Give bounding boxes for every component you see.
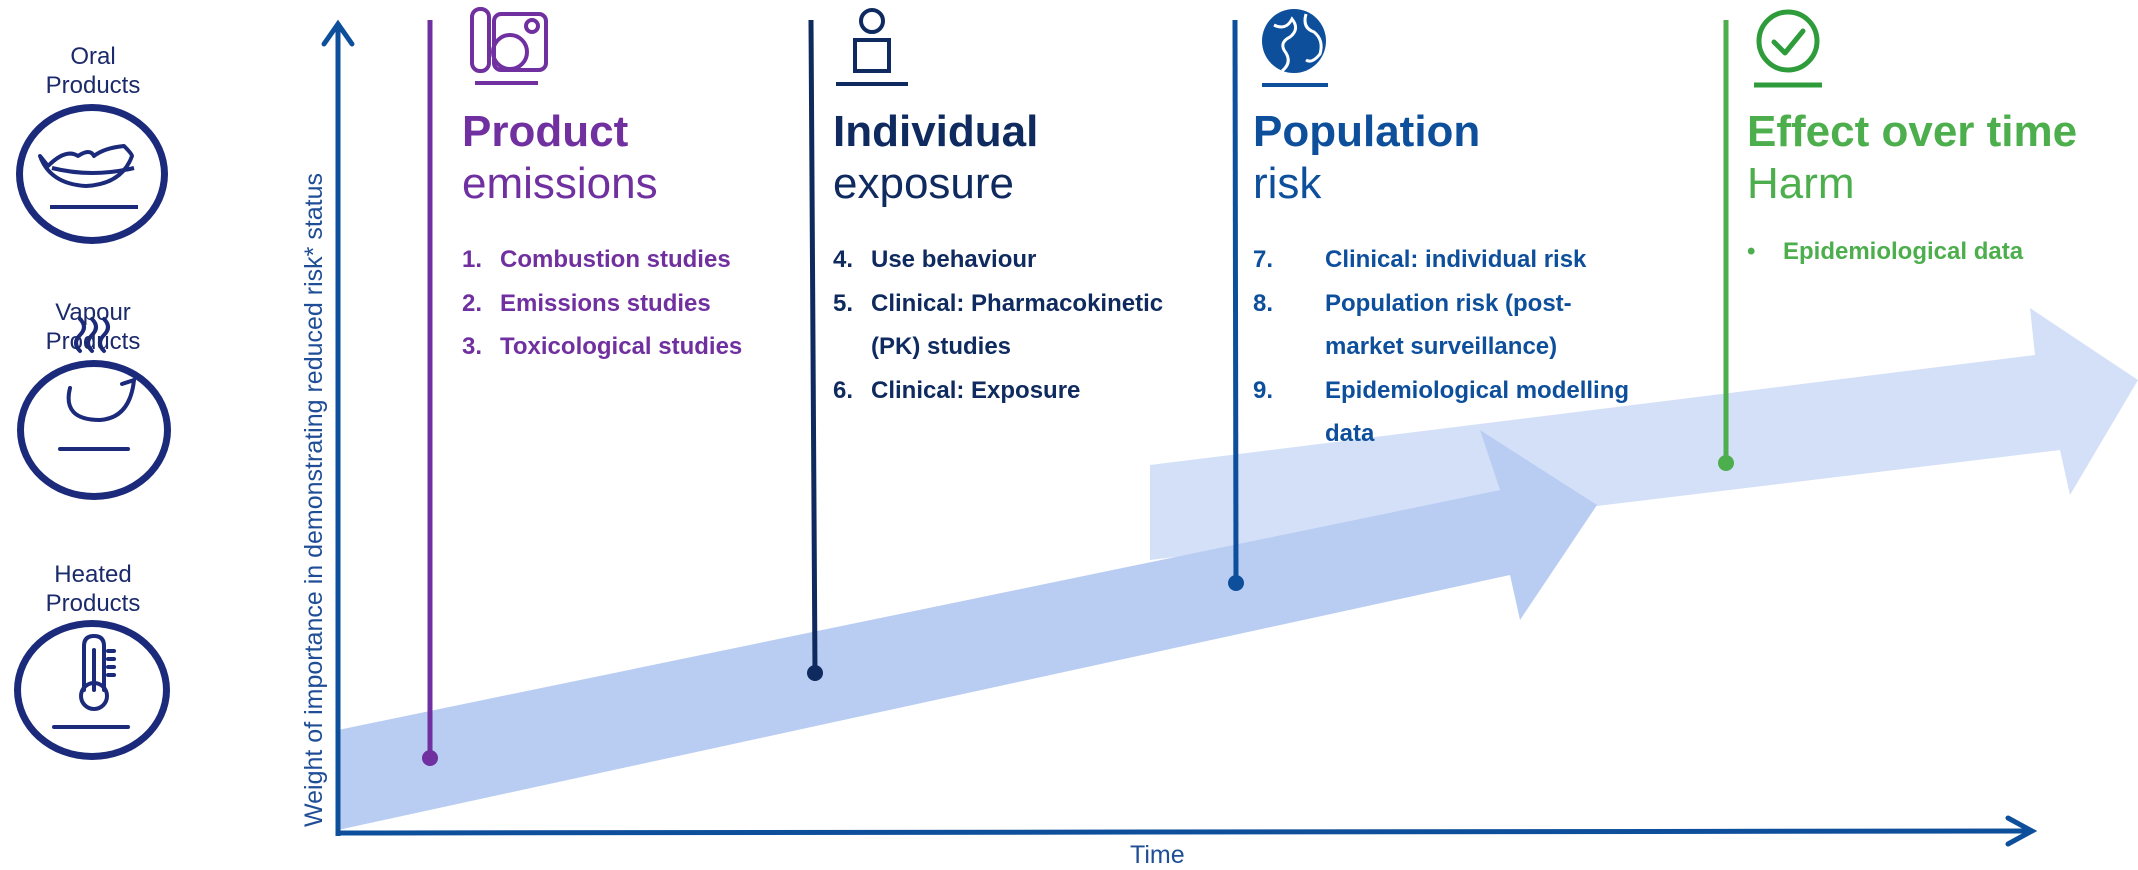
x-axis-label: Time (1130, 841, 1185, 869)
stage-product-list: 1.Combustion studies 2.Emissions studies… (462, 238, 792, 369)
stage-dot-product (422, 750, 438, 766)
product-devices-icon (470, 7, 548, 85)
stage-population: Population risk 7.Clinical: individual r… (1253, 106, 1693, 456)
stage-dot-individual (807, 665, 823, 681)
x-axis (335, 828, 2029, 836)
product-vapour: Vapour Products (10, 298, 176, 356)
stage-line-population (1232, 19, 1239, 584)
x-axis-arrowhead (2005, 815, 2038, 847)
list-item: 5.Clinical: Pharmacokinetic (PK) studies (833, 289, 1164, 361)
stage-effect-title: Effect over time (1747, 107, 2078, 156)
stage-dot-effect (1718, 455, 1734, 471)
y-axis-label: Weight of importance in demonstrating re… (300, 172, 328, 827)
stage-effect-list: •Epidemiological data (1747, 230, 2127, 274)
stage-line-individual (808, 19, 818, 674)
product-oral-label-1: Oral (70, 43, 116, 70)
product-oral-label-2: Products (45, 72, 141, 99)
product-heated: Heated Products (10, 560, 176, 618)
y-axis-arrowhead (321, 19, 355, 47)
stage-individual-title: Individual (833, 107, 1039, 156)
product-heated-label-1: Heated (54, 561, 132, 588)
globe-icon (1262, 9, 1328, 87)
stage-population-title: Population (1253, 107, 1481, 156)
long-term-arrow (1150, 308, 2138, 560)
list-item: 7.Clinical: individual risk (1253, 246, 1587, 273)
list-item: 6.Clinical: Exposure (833, 376, 1081, 404)
check-badge-icon (1754, 9, 1822, 88)
list-item: •Epidemiological data (1747, 238, 2024, 265)
stage-individual-subtitle: exposure (833, 159, 1015, 208)
vapour-ring (17, 360, 171, 500)
stage-effect: Effect over time Harm •Epidemiological d… (1747, 106, 2127, 274)
stage-individual: Individual exposure 4.Use behaviour 5.Cl… (833, 106, 1213, 412)
product-vapour-label-2: Products (45, 328, 141, 355)
list-item: 2.Emissions studies (462, 289, 711, 317)
stage-individual-list: 4.Use behaviour 5.Clinical: Pharmacokine… (833, 238, 1213, 412)
list-item: 1.Combustion studies (462, 246, 731, 273)
product-oral: Oral Products (10, 42, 176, 100)
oral-ring (16, 104, 168, 244)
stage-population-subtitle: risk (1253, 159, 1322, 208)
list-item: 9.Epidemiological modelling data (1253, 376, 1630, 448)
product-heated-label-2: Products (45, 590, 141, 617)
stage-product: Product emissions 1.Combustion studies 2… (462, 106, 792, 369)
heated-ring (14, 620, 170, 760)
person-icon (836, 8, 908, 86)
list-item: 8.Population risk (post-market surveilla… (1253, 289, 1572, 361)
stage-population-list: 7.Clinical: individual risk 8.Population… (1253, 238, 1693, 456)
stage-effect-subtitle: Harm (1747, 159, 1855, 208)
product-vapour-label-1: Vapour (55, 299, 131, 326)
stage-dot-population (1228, 575, 1244, 591)
progress-arrow (338, 430, 1597, 830)
stage-product-subtitle: emissions (462, 159, 658, 208)
list-item: 3.Toxicological studies (462, 333, 743, 360)
list-item: 4.Use behaviour (833, 246, 1037, 273)
stage-product-title: Product (462, 107, 629, 156)
